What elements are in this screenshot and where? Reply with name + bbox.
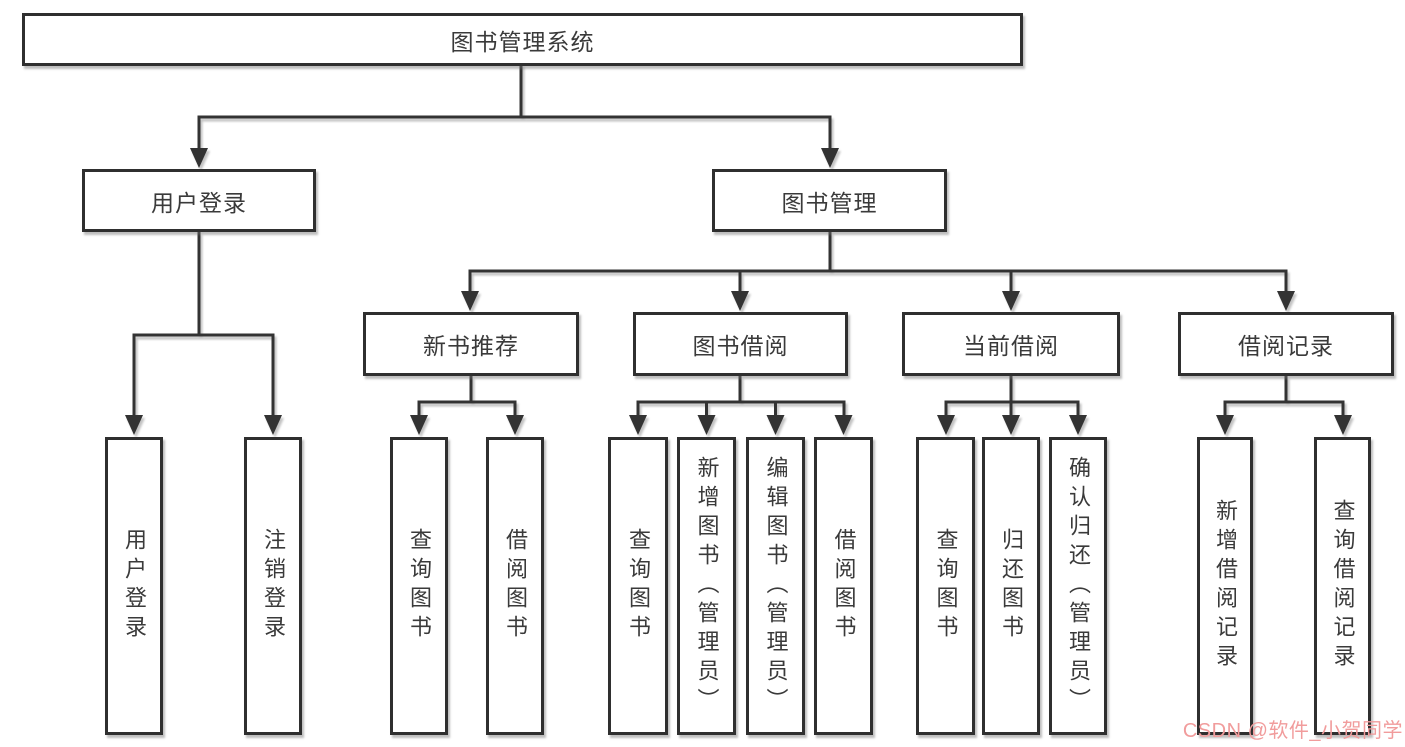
leaf-logout: 注销登录 [244, 437, 302, 735]
node-current-borrow: 当前借阅 [902, 312, 1120, 376]
leaf-current-query-books: 查询图书 [916, 437, 975, 735]
node-book-management: 图书管理 [712, 169, 947, 232]
leaf-borrow-add-books-admin: 新增图书（管理员） [677, 437, 736, 735]
leaf-borrow-edit-books-admin: 编辑图书（管理员） [746, 437, 805, 735]
arrow-down-icon [461, 291, 479, 311]
node-user-login: 用户登录 [82, 169, 316, 232]
leaf-borrow-query-books: 查询图书 [608, 437, 668, 735]
leaf-current-return-books: 归还图书 [982, 437, 1040, 735]
leaf-newbooks-borrow-books: 借阅图书 [486, 437, 544, 735]
arrow-down-icon [731, 291, 749, 311]
leaf-records-query-record: 查询借阅记录 [1314, 437, 1371, 735]
arrow-down-icon [1002, 291, 1020, 311]
arrow-down-icon [264, 415, 282, 435]
leaf-borrow-borrow-books: 借阅图书 [814, 437, 873, 735]
arrow-down-icon [834, 415, 853, 435]
arrow-down-icon [697, 415, 716, 435]
node-book-borrow: 图书借阅 [633, 312, 848, 376]
arrow-down-icon [1002, 415, 1020, 435]
arrow-down-icon [629, 415, 647, 435]
leaf-current-confirm-return-admin: 确认归还（管理员） [1049, 437, 1107, 735]
node-new-book-recommend: 新书推荐 [363, 312, 579, 376]
arrow-down-icon [410, 415, 428, 435]
arrow-down-icon [1216, 415, 1234, 435]
arrow-down-icon [937, 415, 955, 435]
arrow-down-icon [1069, 415, 1087, 435]
leaf-records-add-record: 新增借阅记录 [1197, 437, 1253, 735]
node-borrow-records: 借阅记录 [1178, 312, 1394, 376]
arrow-down-icon [1334, 415, 1352, 435]
arrow-down-icon [506, 415, 524, 435]
leaf-user-login: 用户登录 [105, 437, 163, 735]
arrow-down-icon [1277, 291, 1295, 311]
leaf-newbooks-query-books: 查询图书 [390, 437, 448, 735]
arrow-down-icon [190, 148, 208, 168]
arrow-down-icon [125, 415, 143, 435]
node-root: 图书管理系统 [22, 13, 1023, 66]
connector-paths [132, 64, 1345, 417]
arrow-down-icon [766, 415, 785, 435]
csdn-watermark: CSDN @软件_小贺同学 [1182, 720, 1403, 742]
arrow-down-icon [821, 148, 839, 168]
arrowheads [125, 148, 1352, 435]
